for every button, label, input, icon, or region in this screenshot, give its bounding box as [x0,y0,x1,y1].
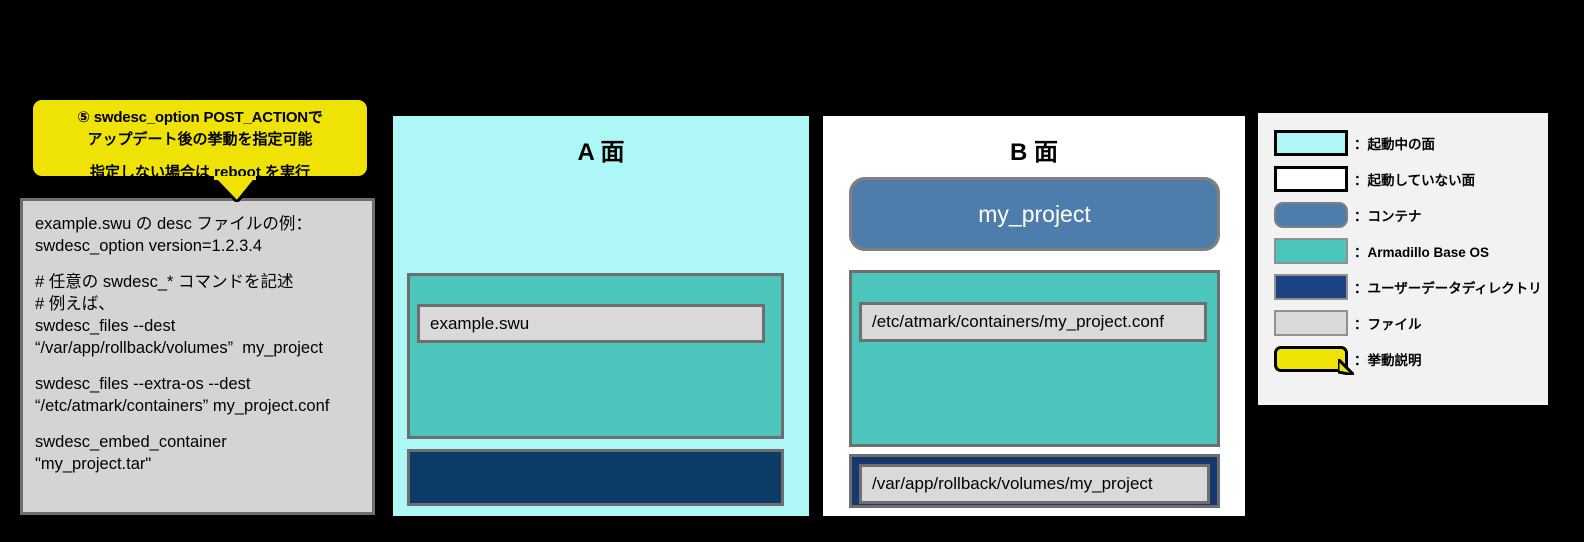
callout-line-1: ⑤ swdesc_option POST_ACTIONで [77,109,323,126]
panel-a-base-os-box [407,273,784,439]
callout-tail-icon [1338,359,1354,375]
legend-item-container: ：コンテナ [1258,197,1548,233]
panel-b-title: B 面 [1010,139,1058,166]
legend-label: ：ファイル [1354,317,1422,332]
panel-b-conf-file-box: /etc/atmark/containers/my_project.conf [859,302,1207,342]
desc-file-example-box: example.swu の desc ファイルの例： swdesc_option… [20,198,375,515]
legend-item-inactive-side: ：起動していない面 [1258,161,1548,197]
panel-a-file-box: example.swu [417,304,765,343]
desc-line: “/var/app/rollback/volumes” my_project [35,339,323,357]
desc-line: # 任意の swdesc_* コマンドを記述 [35,273,294,291]
panel-b-base-os-box [849,270,1220,447]
legend-label: ：ユーザーデータディレクトリ [1354,281,1542,296]
callout-swatch [1274,346,1354,375]
desc-line: example.swu の desc ファイルの例： [35,215,312,233]
file-swatch [1274,310,1348,336]
inactive-side-swatch [1274,166,1348,192]
desc-line: “/etc/atmark/containers” my_project.conf [35,397,330,415]
panel-side-a: A 面 example.swu [390,113,812,519]
panel-a-userdata-box [407,449,784,506]
panel-a-title: A 面 [577,139,625,166]
desc-line-blank [35,359,362,373]
os-swatch [1274,238,1348,264]
panel-b-container-box: my_project [849,177,1220,251]
userdata-swatch [1274,274,1348,300]
callout-line-3: 指定しない場合は reboot を実行 [90,164,310,181]
legend-item-file: ：ファイル [1258,305,1548,341]
legend-panel: ：起動中の面 ：起動していない面 ：コンテナ ：Armadillo Base O… [1258,113,1548,405]
desc-line: # 例えば、 [35,295,115,313]
desc-line: swdesc_embed_container [35,433,227,451]
desc-line-blank [35,257,362,271]
desc-line: swdesc_files --extra-os --dest [35,375,251,393]
desc-line: swdesc_option version=1.2.3.4 [35,237,263,255]
desc-line-blank [35,417,362,431]
callout-line-2: アップデート後の挙動を指定可能 [87,131,313,148]
legend-label: ：起動していない面 [1354,173,1476,188]
legend-item-active-side: ：起動中の面 [1258,125,1548,161]
panel-side-b: B 面 my_project /etc/atmark/containers/my… [820,113,1248,519]
behavior-callout-bubble: ⑤ swdesc_option POST_ACTIONで アップデート後の挙動を… [30,97,370,181]
legend-item-callout: ：挙動説明 [1258,341,1548,377]
active-side-swatch [1274,130,1348,156]
legend-label: ：Armadillo Base OS [1354,245,1490,260]
desc-line: swdesc_files --dest [35,317,176,335]
legend-label: ：挙動説明 [1354,353,1422,368]
container-swatch [1274,202,1348,228]
desc-line: "my_project.tar" [35,455,152,473]
legend-label: ：コンテナ [1354,209,1422,224]
legend-item-userdata: ：ユーザーデータディレクトリ [1258,269,1548,305]
panel-b-volume-file-box: /var/app/rollback/volumes/my_project [859,464,1210,504]
callout-tail-icon [212,176,258,202]
legend-label: ：起動中の面 [1354,137,1435,152]
legend-item-base-os: ：Armadillo Base OS [1258,233,1548,269]
